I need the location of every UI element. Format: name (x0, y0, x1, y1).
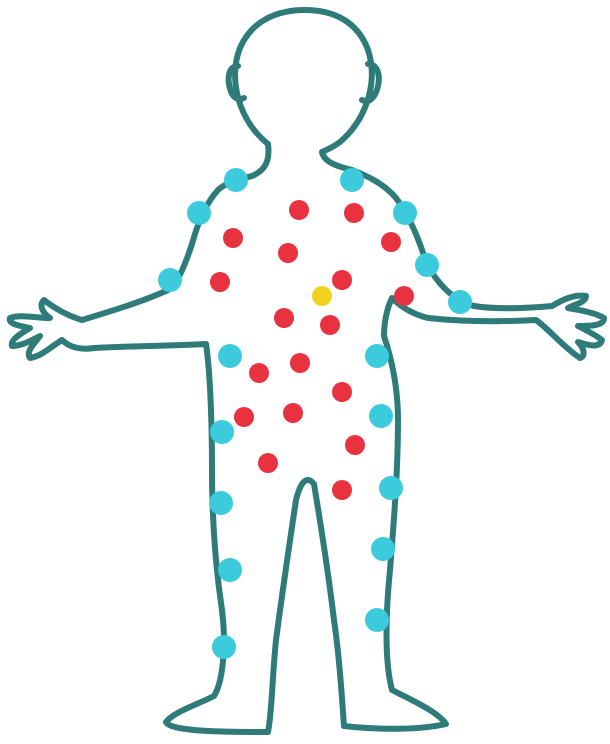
blue-dot (365, 608, 389, 632)
red-dot (258, 453, 278, 473)
blue-dot (448, 290, 472, 314)
blue-dot (212, 635, 236, 659)
silhouette-outline (10, 144, 604, 732)
blue-dot (415, 253, 439, 277)
red-dot (332, 270, 352, 290)
red-dot (320, 315, 340, 335)
red-dot (290, 353, 310, 373)
blue-dot (379, 476, 403, 500)
red-dot (223, 228, 243, 248)
red-dot (332, 480, 352, 500)
blue-dot (369, 404, 393, 428)
red-dot (234, 407, 254, 427)
blue-dots (158, 168, 472, 659)
red-dot (210, 272, 230, 292)
blue-dot (340, 168, 364, 192)
red-dot (381, 232, 401, 252)
blue-dot (209, 491, 233, 515)
blue-dot (218, 558, 242, 582)
blue-dot (187, 201, 211, 225)
red-dot (289, 200, 309, 220)
blue-dot (224, 168, 248, 192)
red-dot (332, 382, 352, 402)
blue-dot (393, 201, 417, 225)
body-outline (10, 10, 604, 732)
red-dot (249, 363, 269, 383)
blue-dot (365, 344, 389, 368)
yellow-dot (312, 286, 332, 306)
red-dot (274, 308, 294, 328)
yellow-dots (312, 286, 332, 306)
red-dot (344, 203, 364, 223)
blue-dot (158, 268, 182, 292)
red-dot (278, 243, 298, 263)
blue-dot (218, 344, 242, 368)
blue-dot (371, 537, 395, 561)
blue-dot (210, 420, 234, 444)
red-dot (394, 286, 414, 306)
head-outline (235, 10, 372, 152)
red-dot (283, 403, 303, 423)
red-dot (345, 435, 365, 455)
